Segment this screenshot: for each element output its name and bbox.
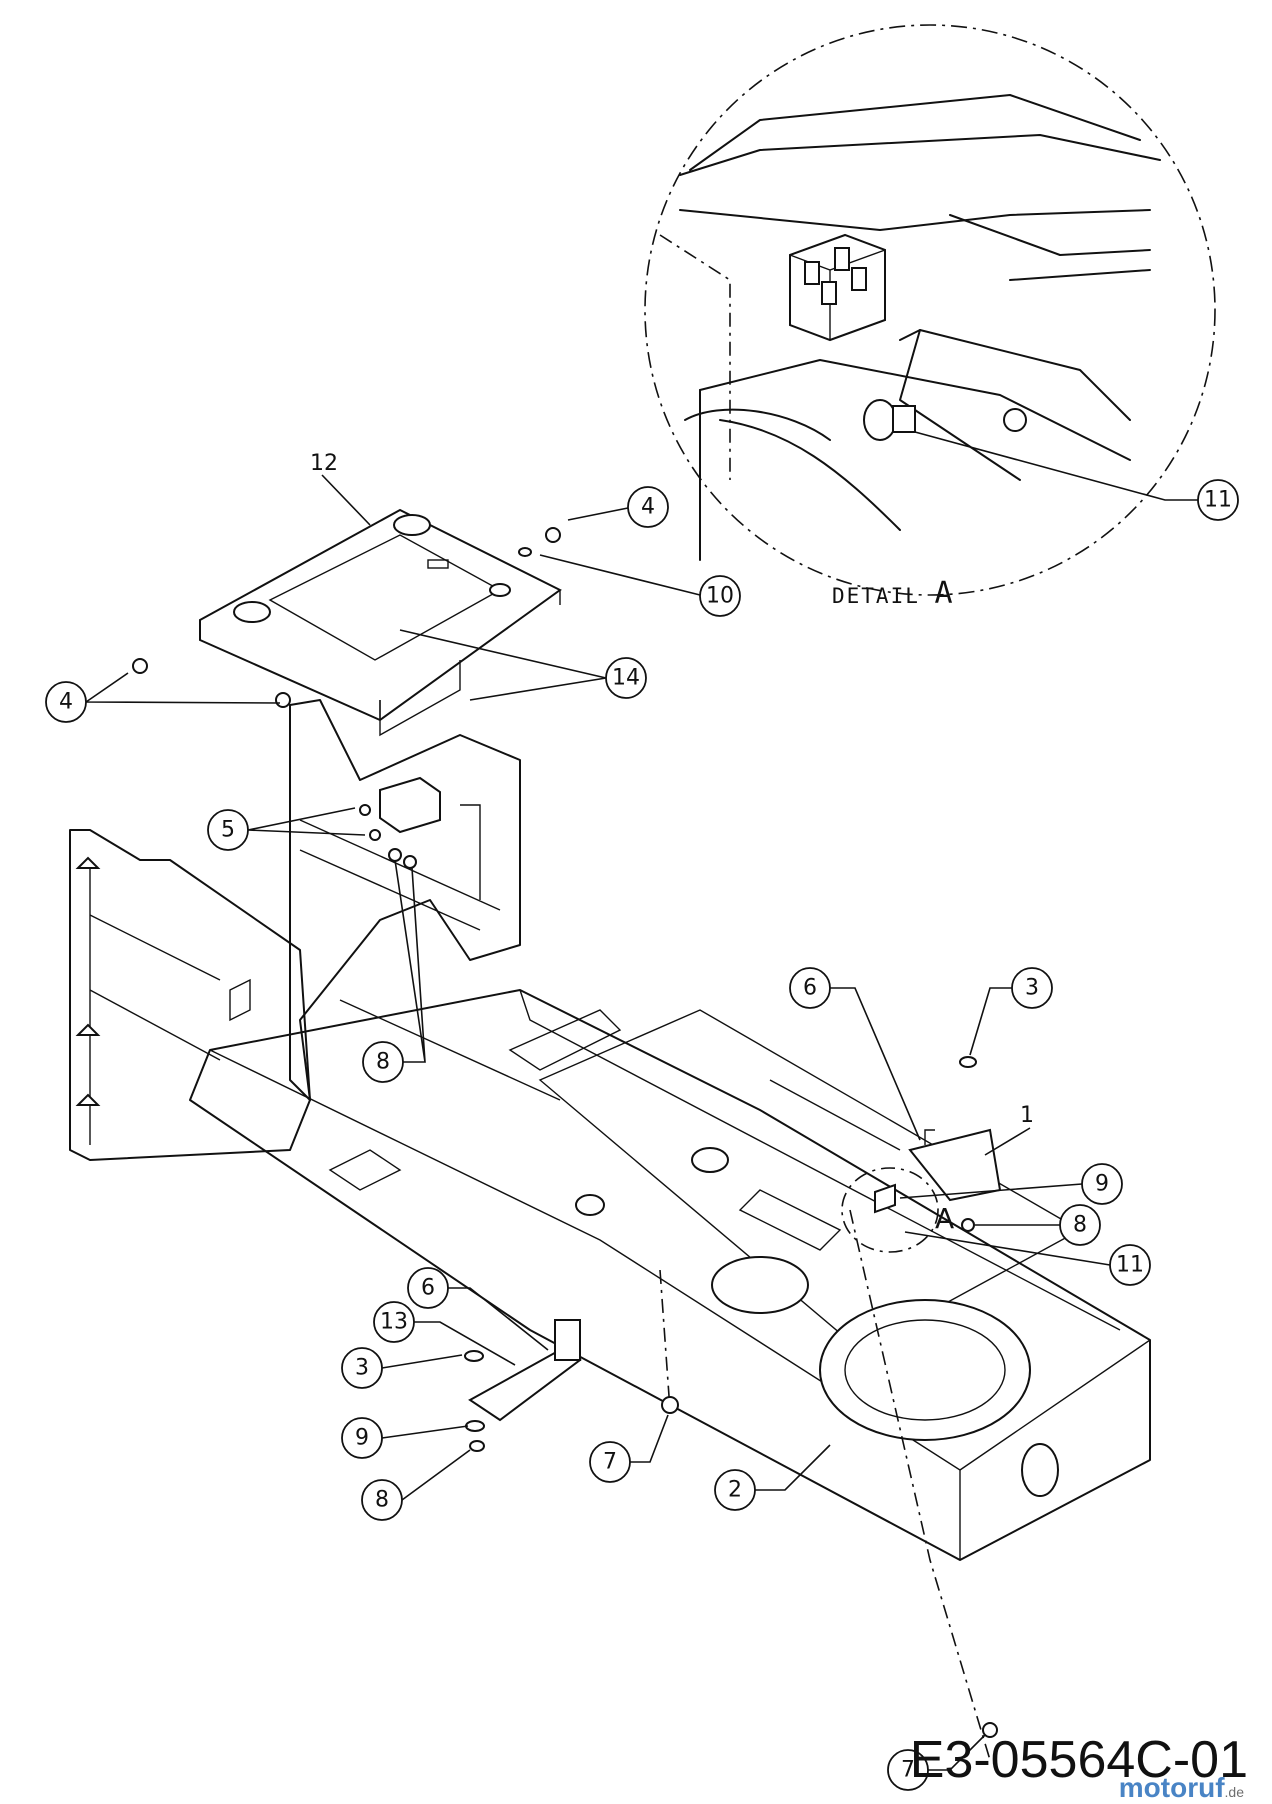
svg-text:3: 3 [1025,976,1039,1001]
watermark-suffix: .de [1224,1784,1244,1800]
callout-2: 2 [714,1469,756,1511]
svg-text:6: 6 [803,976,817,1001]
svg-text:3: 3 [355,1356,369,1381]
callout-8-middle: 8 [362,1041,404,1083]
callout-13: 13 [373,1301,415,1343]
part-label-1: 1 [1020,1103,1034,1128]
svg-text:5: 5 [221,818,235,843]
svg-text:9: 9 [355,1426,369,1451]
seat-mounting-plate [199,508,562,737]
main-frame [189,989,1151,1761]
svg-text:8: 8 [375,1488,389,1513]
svg-text:8: 8 [1073,1213,1087,1238]
callout-5: 5 [207,809,249,851]
svg-text:7: 7 [901,1758,915,1783]
callout-4-left: 4 [45,681,87,723]
callout-11-right: 11 [1109,1244,1151,1286]
callout-6-left: 6 [407,1267,449,1309]
inline-detail-marker: A [935,1202,954,1235]
svg-text:11: 11 [1116,1253,1144,1278]
svg-text:9: 9 [1095,1172,1109,1197]
callout-4-upper: 4 [627,486,669,528]
callout-10: 10 [699,575,741,617]
callout-7-middle: 7 [589,1441,631,1483]
svg-text:8: 8 [376,1050,390,1075]
svg-text:6: 6 [421,1276,435,1301]
seat-switch-bracket [874,1056,1002,1232]
drawing-number: E3-05564C-01 [909,1731,1248,1789]
callout-9-right: 9 [1081,1163,1123,1205]
svg-text:4: 4 [641,495,655,520]
watermark-logo: motoruf.de [1119,1772,1244,1804]
callout-9-left: 9 [341,1417,383,1459]
watermark-text: motoruf [1118,1772,1225,1803]
callout-7-bottom: 7 [887,1749,929,1791]
callout-8-left: 8 [361,1479,403,1521]
svg-text:7: 7 [603,1450,617,1475]
svg-text:13: 13 [380,1310,408,1335]
relay-terminal-block [789,233,886,342]
detail-caption-prefix: DETAIL [832,584,920,608]
sensor-bolt [863,399,1027,441]
callout-14: 14 [605,657,647,699]
detail-a-caption: DETAIL A [832,576,955,611]
callout-6-right: 6 [789,967,831,1009]
svg-text:11: 11 [1204,488,1232,513]
detail-a-view [644,24,1216,596]
svg-text:10: 10 [706,584,734,609]
detail-caption-letter: A [934,576,955,611]
part-label-12: 12 [310,451,338,476]
callout-8-right: 8 [1059,1204,1101,1246]
callout-11-detail: 11 [1197,479,1239,521]
svg-text:14: 14 [612,666,640,691]
svg-text:2: 2 [728,1478,742,1503]
callout-3-left: 3 [341,1347,383,1389]
callout-3-right: 3 [1011,967,1053,1009]
front-pivot-bracket [464,1319,998,1738]
svg-text:4: 4 [59,690,73,715]
seat-switch [359,776,441,869]
rear-fender-panel [69,699,521,1161]
